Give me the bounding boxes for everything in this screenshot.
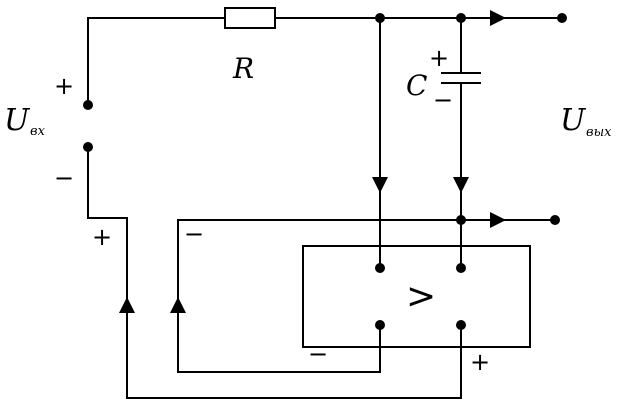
node-top-1	[375, 13, 385, 23]
arrow-bottom-right	[490, 212, 506, 228]
label-output-subscript: вых	[586, 125, 612, 140]
terminal-output-bottom	[550, 215, 560, 225]
comparator-pin-bottom-left	[375, 320, 385, 330]
terminal-output-top	[557, 13, 567, 23]
terminal-input-plus	[83, 100, 93, 110]
comparator-pin-top-right	[456, 263, 466, 273]
sign-comparator-plus: +	[470, 348, 490, 376]
label-input-subscript: вх	[30, 124, 46, 139]
sign-comparator-minus: −	[308, 340, 328, 368]
comparator-symbol: >	[406, 276, 436, 317]
node-bottom	[456, 215, 466, 225]
wire-input-minus	[87, 147, 462, 399]
sign-input-plus: +	[54, 72, 74, 100]
sign-lead-minus: −	[184, 220, 204, 248]
arrow-return-up	[170, 297, 186, 313]
arrow-cap-down	[453, 177, 469, 193]
comparator-pin-bottom-right	[456, 320, 466, 330]
wire-bottom-output	[177, 219, 555, 310]
node-top-2	[456, 13, 466, 23]
terminal-input-minus	[83, 142, 93, 152]
label-input-voltage: U	[4, 103, 31, 138]
arrow-node1-down	[372, 177, 388, 193]
label-output-voltage: U	[560, 103, 587, 138]
arrow-top-right	[490, 10, 506, 26]
label-capacitor: C	[406, 69, 427, 102]
label-resistor: R	[232, 52, 254, 85]
sign-capacitor-plus: +	[429, 44, 449, 72]
arrow-left-up	[119, 297, 135, 313]
comparator-box	[302, 245, 531, 348]
wire-comparator-return	[177, 310, 381, 373]
sign-input-minus: −	[54, 164, 74, 192]
comparator-pin-top-left	[375, 263, 385, 273]
sign-lead-plus: +	[92, 223, 112, 251]
resistor	[224, 7, 276, 29]
wire-top-left	[87, 17, 225, 105]
sign-capacitor-minus: −	[433, 86, 453, 114]
